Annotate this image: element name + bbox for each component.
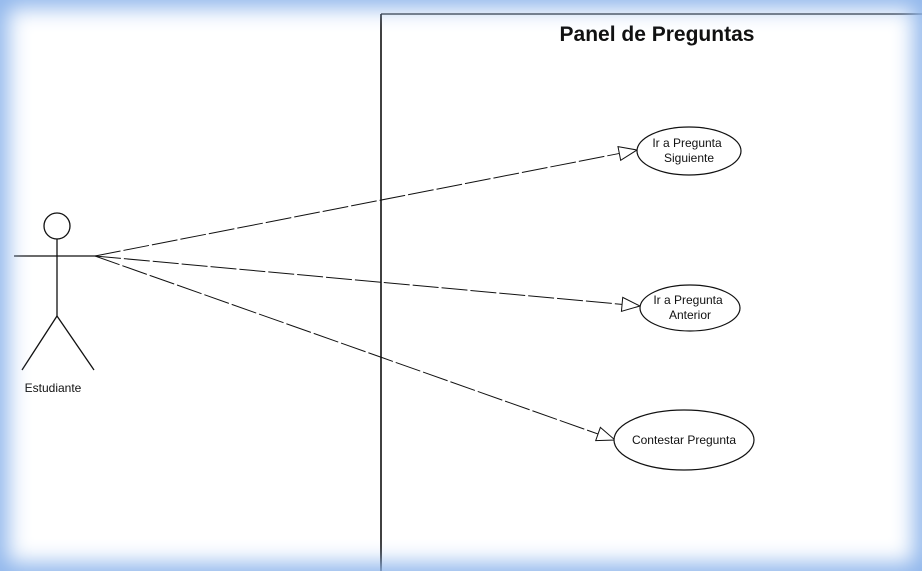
use-case-ellipse: [636, 126, 742, 176]
association-anterior: [94, 255, 642, 313]
use-case-label-line2: Anterior: [669, 308, 711, 322]
actor-right-leg: [56, 315, 95, 371]
association-siguiente: [94, 145, 639, 257]
use-case-ellipse: [613, 409, 755, 471]
system-title: Panel de Preguntas: [560, 23, 755, 46]
actor-head: [43, 212, 71, 240]
use-case-label-line2: Siguiente: [664, 151, 714, 165]
use-case-anterior: Ir a Pregunta Anterior: [639, 284, 741, 332]
actor-label: Estudiante: [25, 381, 82, 395]
use-case-label-line1: Ir a Pregunta: [652, 136, 722, 150]
actor-estudiante: [14, 212, 97, 371]
use-case-label-line1: Contestar Pregunta: [632, 433, 736, 447]
actor-left-leg: [21, 315, 58, 371]
use-case-ellipse: [639, 284, 741, 332]
use-case-contestar: Contestar Pregunta: [613, 409, 755, 471]
use-case-siguiente: Ir a Pregunta Siguiente: [636, 126, 742, 176]
use-case-label-line1: Ir a Pregunta: [653, 293, 723, 307]
association-contestar: [94, 255, 617, 442]
